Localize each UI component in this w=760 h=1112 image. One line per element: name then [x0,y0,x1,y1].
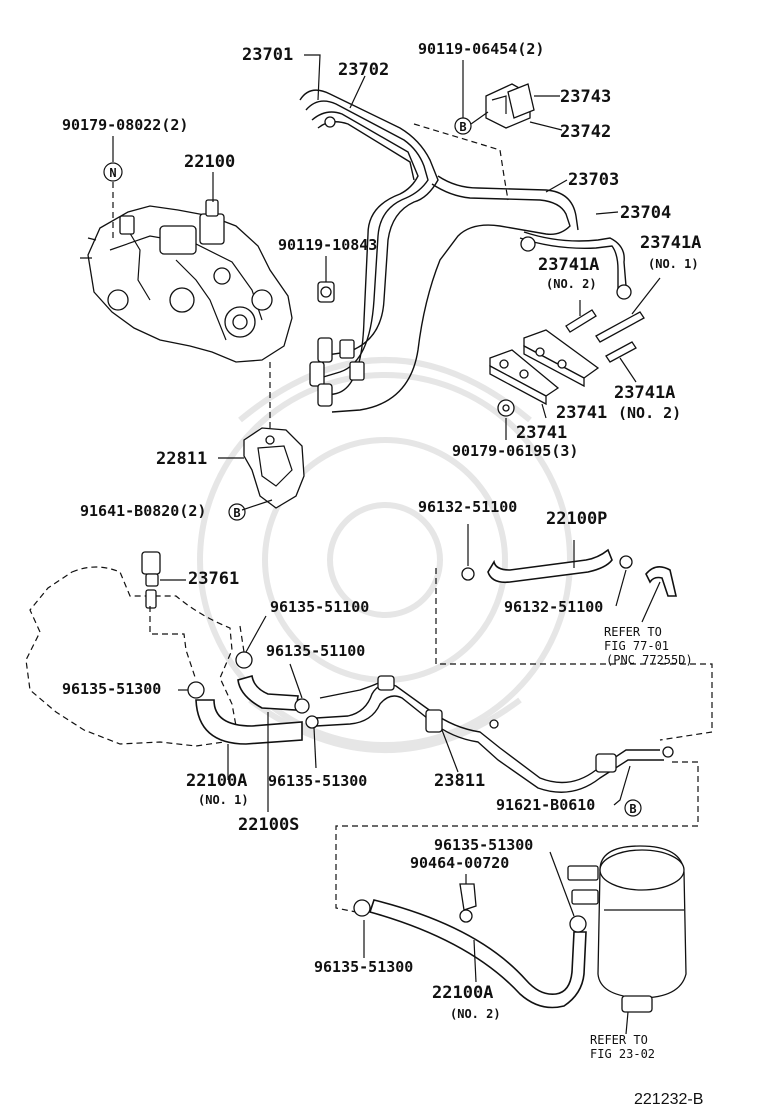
hose-22100A-no2-drawing [353,883,587,1009]
injection-pump-drawing [80,199,293,363]
label-91621-b0610: 91621-B0610 [496,796,595,814]
hose-22100P-drawing [461,548,678,597]
label-90119-10843: 90119-10843 [278,236,377,254]
label-23741-no2-qualifier: (NO. 2) [618,404,681,422]
label-23741A-no2: 23741A [538,255,599,275]
label-96135-51100-upper: 96135-51100 [270,598,369,616]
marker-b-2: B [233,506,240,520]
label-23742: 23742 [560,122,611,142]
clamp-23741-drawing [489,329,600,406]
label-23702: 23702 [338,60,389,80]
label-22100A-no1: 22100A [186,771,247,791]
label-96132-51100-lower: 96132-51100 [504,598,603,616]
refer-fig23-line1: REFER TO [590,1033,648,1047]
refer-fig77-pnc: (PNC 77255D) [606,653,693,667]
label-23741-no2: 23741 [556,403,607,423]
label-23761: 23761 [188,569,239,589]
label-23741A-no1-qualifier: (NO. 1) [648,257,699,271]
label-23703: 23703 [568,170,619,190]
fuel-pipe-23811-drawing [315,675,674,793]
label-23741A-no2-qualifier: (NO. 2) [546,277,597,291]
refer-fig23-line2: FIG 23-02 [590,1047,655,1061]
label-90179-06195: 90179-06195(3) [452,442,578,460]
label-23743: 23743 [560,87,611,107]
label-23701: 23701 [242,45,293,65]
studs-23741A-drawing [565,309,645,363]
label-96132-51100-upper: 96132-51100 [418,498,517,516]
label-23704: 23704 [620,203,671,223]
label-96135-51300-bottom: 96135-51300 [314,958,413,976]
bracket-22811-drawing [243,427,305,509]
nut-90179-06195-drawing [497,399,515,417]
label-96135-51300-top: 96135-51300 [434,836,533,854]
bolt-90119-10843-drawing [317,281,335,303]
label-90119-06454: 90119-06454(2) [418,40,544,58]
label-96135-51300-mid: 96135-51300 [268,772,367,790]
refer-fig77-line2: FIG 77-01 [604,639,669,653]
label-22100P: 22100P [546,509,607,529]
label-23811: 23811 [434,771,485,791]
hoses-22100A-22100S-drawing [187,651,319,745]
label-22100A-no1-qualifier: (NO. 1) [198,793,249,807]
label-22100S: 22100S [238,815,299,835]
injection-pipes-drawing [299,89,632,413]
label-22100A-no2-qualifier: (NO. 2) [450,1007,501,1021]
diagram-code: 221232-B [634,1091,703,1108]
engine-block-outline [25,566,237,747]
label-91641-b0820: 91641-B0820(2) [80,502,206,520]
sensor-23761-drawing [141,551,161,609]
marker-b-1: B [459,120,466,134]
marker-n: N [109,166,116,180]
marker-b-3: B [629,802,636,816]
refer-fig77-line1: REFER TO [604,625,662,639]
label-90464-00720: 90464-00720 [410,854,509,872]
label-23741A: 23741A [614,383,675,403]
clamp-23743-drawing [485,83,535,129]
marker-n-circle [103,162,123,182]
label-22811: 22811 [156,449,207,469]
label-22100A-no2: 22100A [432,983,493,1003]
label-96135-51300-left: 96135-51300 [62,680,161,698]
label-23741A-no1: 23741A [640,233,701,253]
label-23741: 23741 [516,423,567,443]
label-22100: 22100 [184,152,235,172]
label-90179-08022: 90179-08022(2) [62,116,188,134]
label-96135-51100-lower: 96135-51100 [266,642,365,660]
fuel-filter-drawing [567,845,687,1013]
